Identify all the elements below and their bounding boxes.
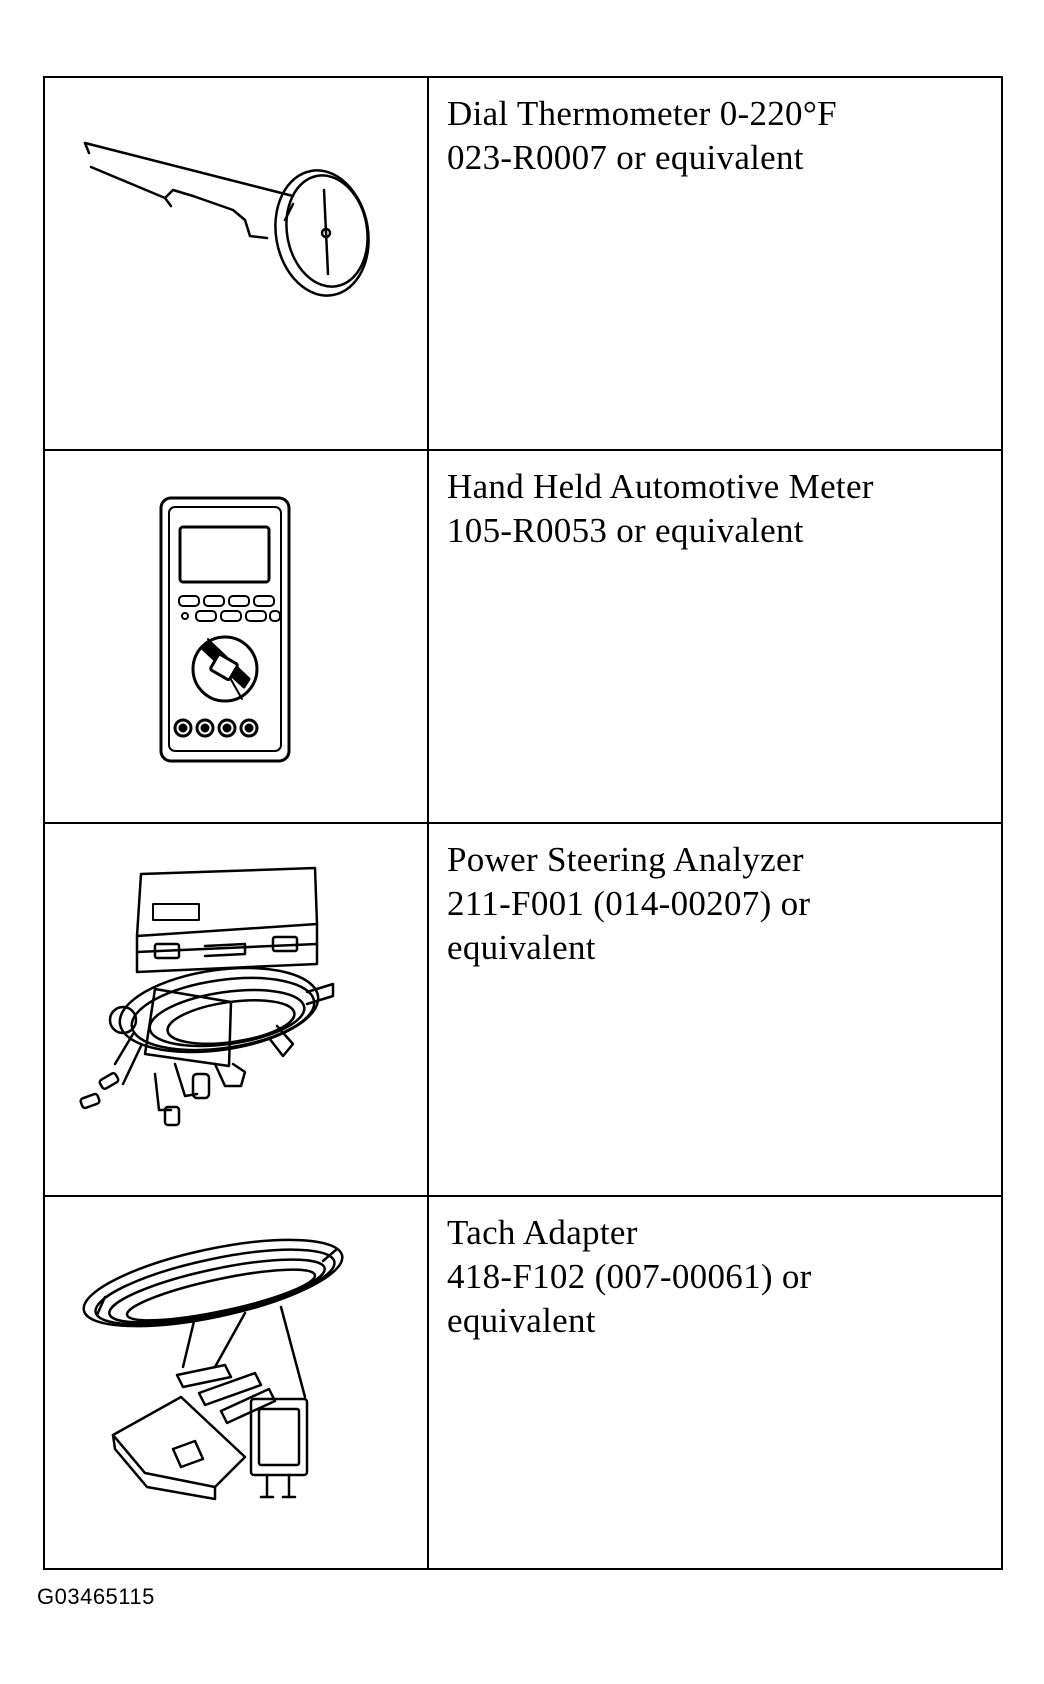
illustration-cell	[43, 822, 429, 1197]
tool-part-number: 211-F001 (014-00207) or	[447, 884, 811, 923]
tool-name: Dial Thermometer 0-220°F	[447, 94, 837, 133]
table-row: Power Steering Analyzer 211-F001 (014-00…	[43, 822, 1003, 1197]
table-row: Tach Adapter 418-F102 (007-00061) or equ…	[43, 1195, 1003, 1570]
tool-equivalent-note: equivalent	[447, 928, 596, 967]
table-row: Hand Held Automotive Meter 105-R0053 or …	[43, 449, 1003, 824]
tool-part-number: 023-R0007 or equivalent	[447, 138, 804, 177]
automotive-meter-icon	[159, 496, 291, 763]
table-row: Dial Thermometer 0-220°F 023-R0007 or eq…	[43, 76, 1003, 451]
tach-adapter-icon	[82, 1238, 344, 1501]
tool-equivalent-note: equivalent	[447, 1301, 596, 1340]
illustration-cell	[43, 449, 429, 824]
tool-name: Hand Held Automotive Meter	[447, 467, 874, 506]
tool-description: Power Steering Analyzer 211-F001 (014-00…	[427, 822, 1003, 1197]
illustration-cell	[43, 1195, 429, 1570]
special-tools-table: Dial Thermometer 0-220°F 023-R0007 or eq…	[43, 76, 1003, 1570]
illustration-cell	[43, 76, 429, 451]
tool-part-number: 105-R0053 or equivalent	[447, 511, 804, 550]
tool-name: Tach Adapter	[447, 1213, 638, 1252]
tool-description: Tach Adapter 418-F102 (007-00061) or equ…	[427, 1195, 1003, 1570]
tool-description: Hand Held Automotive Meter 105-R0053 or …	[427, 449, 1003, 824]
tool-name: Power Steering Analyzer	[447, 840, 804, 879]
dial-thermometer-icon	[83, 141, 370, 297]
power-steering-analyzer-icon	[79, 866, 335, 1127]
figure-id: G03465115	[37, 1584, 155, 1609]
tool-part-number: 418-F102 (007-00061) or	[447, 1257, 812, 1296]
tool-description: Dial Thermometer 0-220°F 023-R0007 or eq…	[427, 76, 1003, 451]
